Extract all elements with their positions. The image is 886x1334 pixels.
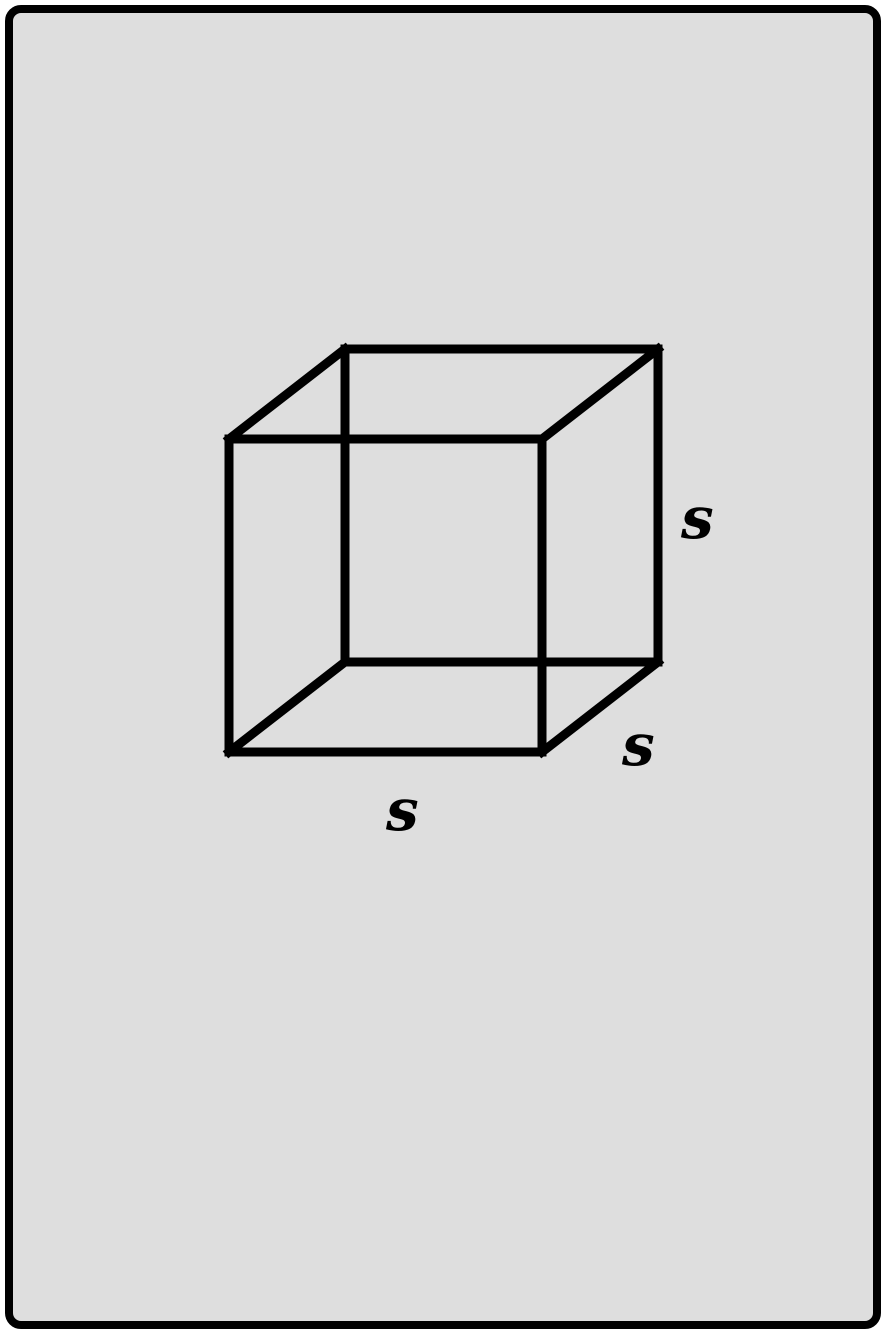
height-label: s bbox=[680, 484, 714, 552]
cube-front-face bbox=[224, 434, 547, 757]
cube-edge-top-left bbox=[222, 342, 352, 446]
cube-back-face bbox=[340, 344, 663, 667]
width-label: s bbox=[385, 776, 419, 844]
cube-edge-bottom-left bbox=[222, 655, 352, 759]
cube-edge-top-right bbox=[535, 342, 665, 446]
depth-label: s bbox=[621, 711, 655, 779]
cube-edge-bottom-right bbox=[535, 655, 665, 759]
diagram-card bbox=[5, 5, 881, 1329]
